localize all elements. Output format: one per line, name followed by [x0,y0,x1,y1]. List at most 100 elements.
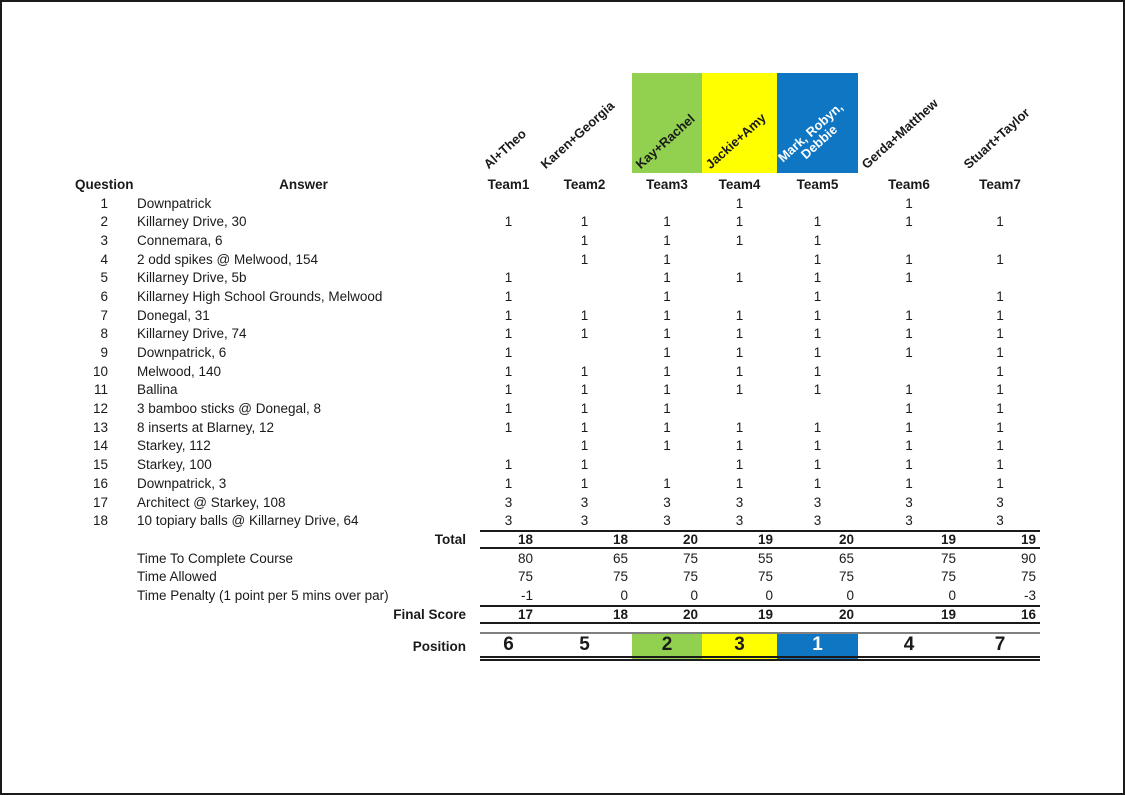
total-value: 18 [480,530,537,550]
score-cell [777,194,858,213]
score-cell [777,399,858,418]
score-cell: 3 [813,513,822,529]
answer-text: Starkey, 100 [137,457,212,473]
gap [470,418,480,437]
position-label: Position [412,638,466,654]
time-allowed-value: 75 [612,569,628,585]
score-cell: 1 [504,345,513,361]
score-cell: 1 [504,401,513,417]
score-cell: 3 [504,494,513,510]
final-score-label: Final Score [393,606,466,622]
score-cell: 1 [905,457,913,473]
gap [112,493,137,512]
gap [470,586,480,605]
score-cell: 1 [663,382,671,398]
score-cell: 1 [580,475,589,491]
gap [470,437,480,456]
score-cell: 1 [504,457,513,473]
score-cell [960,231,1040,250]
answer-text: Killarney High School Grounds, Melwood [137,288,383,304]
score-cell: 1 [663,214,671,230]
score-cell: 1 [504,326,513,342]
gap [470,325,480,344]
score-cell [537,287,632,306]
score-cell [702,399,777,418]
answer-text: Downpatrick, 3 [137,475,227,491]
team-col-header: Team1 [487,176,530,192]
question-number: 17 [92,494,108,510]
team-color-block [632,73,702,173]
score-cell: 1 [813,475,822,491]
position-value: 6 [480,631,537,661]
gap [470,306,480,325]
gap [470,343,480,362]
score-cell: 1 [996,457,1004,473]
gap [112,437,137,456]
time-to-complete-value: 75 [682,550,698,566]
team-color-block [702,73,777,173]
answer-text: Melwood, 140 [137,363,222,379]
answer-text: 10 topiary balls @ Killarney Drive, 64 [137,513,359,529]
score-cell: 1 [580,457,589,473]
team-col-header: Team7 [979,176,1021,192]
score-cell: 1 [663,345,671,361]
question-number: 18 [92,513,108,529]
question-number: 9 [100,345,108,361]
score-cell: 1 [735,475,744,491]
score-cell [480,194,537,213]
position-value: 4 [858,631,960,661]
gap [112,343,137,362]
score-cell: 1 [996,401,1004,417]
gap [112,455,137,474]
score-cell: 1 [663,401,671,417]
score-cell: 1 [905,214,913,230]
question-number: 2 [100,214,108,230]
time-penalty-value: 0 [846,587,854,603]
score-cell: 1 [580,363,589,379]
question-number: 15 [92,457,108,473]
score-cell: 3 [735,513,744,529]
question-number: 11 [93,382,108,398]
answer-text: Downpatrick [137,195,212,211]
score-cell: 1 [504,288,513,304]
team-name-rotated: Gerda+Matthew [858,95,941,172]
gap [112,231,137,250]
team-col-header: Team5 [796,176,839,192]
gap [470,194,480,213]
gap [470,632,480,661]
score-cell: 1 [813,457,822,473]
gap [470,212,480,231]
score-cell: 1 [905,326,913,342]
time-allowed-value: 75 [838,569,854,585]
score-cell: 1 [580,401,589,417]
score-cell: 1 [905,251,913,267]
score-cell: 1 [813,214,822,230]
score-cell: 1 [905,195,913,211]
gap [470,268,480,287]
score-cell: 1 [580,251,589,267]
score-cell: 1 [735,345,744,361]
score-cell: 1 [663,419,671,435]
team-color-block [777,73,858,173]
total-value: 19 [858,530,960,550]
gap [470,530,480,549]
score-cell: 1 [504,382,513,398]
score-cell: 1 [905,307,913,323]
time-allowed-value: 75 [682,569,698,585]
score-cell [960,194,1040,213]
answer-col-header: Answer [279,176,328,192]
score-cell [632,455,702,474]
score-cell: 3 [905,494,913,510]
gap [470,250,480,269]
